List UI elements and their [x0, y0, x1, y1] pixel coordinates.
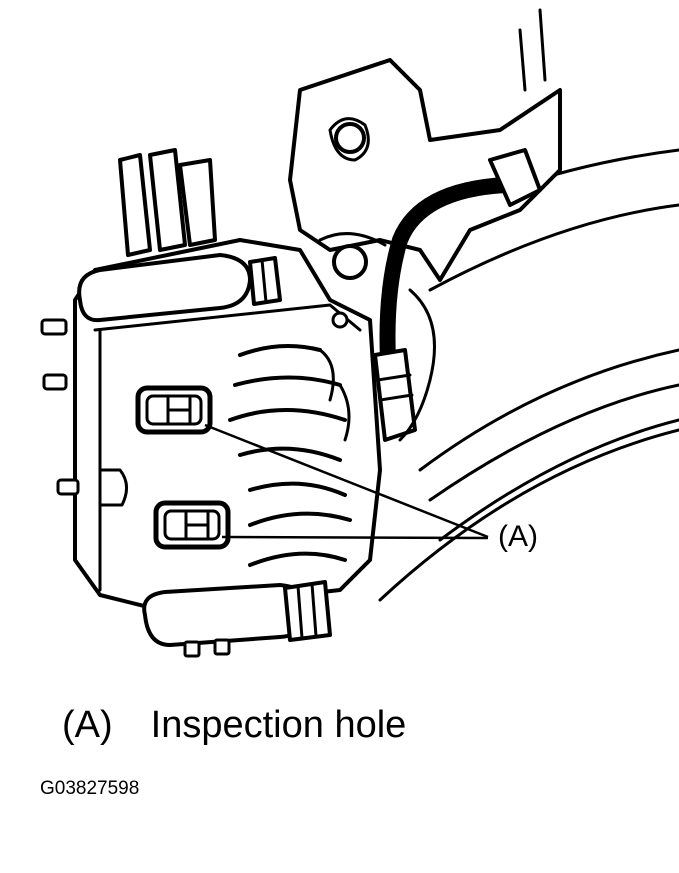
brake-hose	[373, 148, 542, 442]
brake-rotor-outline	[378, 148, 679, 602]
callout-marker-a: (A)	[498, 520, 538, 553]
callout-leader-lines	[204, 423, 489, 540]
legend-text: Inspection hole	[150, 704, 407, 746]
inspection-hole-upper	[135, 385, 213, 435]
legend: (A) Inspection hole	[62, 706, 406, 744]
legend-key: (A)	[62, 704, 113, 746]
brake-pads	[118, 148, 217, 257]
figure-id: G03827598	[40, 778, 140, 799]
caliper-body	[40, 238, 382, 612]
brake-caliper-illustration	[40, 8, 679, 658]
inspection-hole-lower	[153, 500, 231, 550]
steering-knuckle	[288, 8, 562, 282]
caliper-lower-cylinder	[142, 580, 332, 658]
